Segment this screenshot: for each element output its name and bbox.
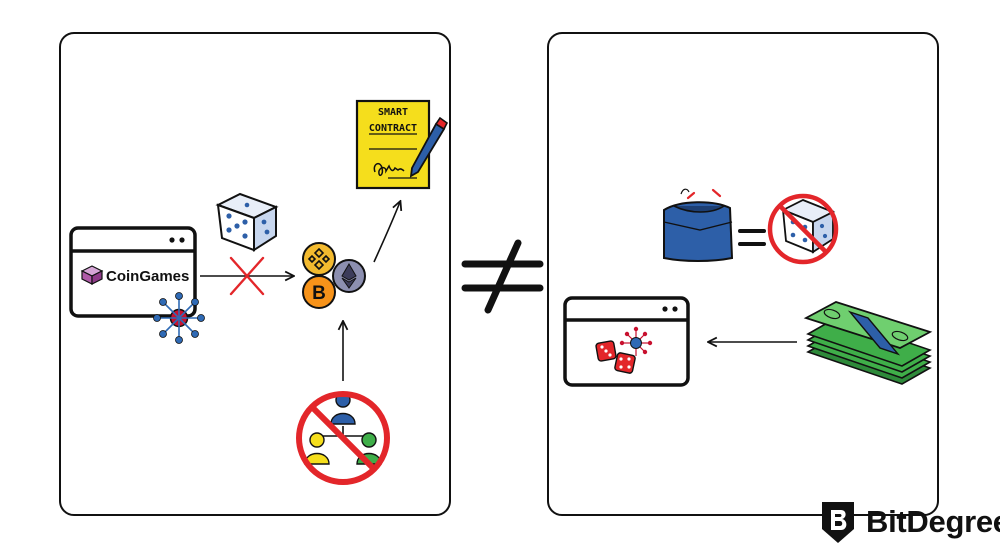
- no-hierarchy-icon: [296, 391, 390, 485]
- small-network-node-icon: [619, 326, 653, 356]
- red-dice-icon: [595, 340, 636, 374]
- right-panel: [547, 32, 939, 516]
- svg-text:B: B: [312, 283, 326, 304]
- red-cross-icon: [229, 256, 265, 296]
- ethereum-coin-icon: [332, 259, 366, 293]
- contract-arrow: [373, 202, 400, 263]
- network-node-icon: [153, 292, 205, 344]
- coingames-browser-window: CoinGames: [69, 226, 197, 318]
- contract-title-contract: CONTRACT: [369, 123, 417, 134]
- contract-title-smart: SMART: [378, 107, 408, 118]
- dice-icon: [215, 192, 279, 252]
- pen-icon: [409, 116, 449, 178]
- crypto-coins: B: [302, 242, 366, 309]
- bitcoin-coin-icon: B: [302, 275, 336, 309]
- wallet-icon: [663, 188, 734, 262]
- equals-sign: [738, 229, 766, 246]
- bnb-coin-icon: [302, 242, 336, 276]
- coingames-logo-icon: [80, 265, 104, 285]
- not-equal-icon: [461, 239, 544, 314]
- cash-stack-icon: [803, 301, 933, 385]
- bitdegree-brand-text: BitDegree: [866, 504, 1000, 539]
- gambling-browser-window: [563, 296, 690, 387]
- signature-scribble: [373, 162, 405, 176]
- no-dice-icon: [767, 193, 839, 265]
- coingames-brand-text: CoinGames: [106, 268, 189, 285]
- bitdegree-shield-icon: [822, 502, 854, 543]
- smart-contract-icon: SMART CONTRACT: [355, 99, 449, 190]
- bitdegree-logo: BitDegree: [820, 497, 1000, 547]
